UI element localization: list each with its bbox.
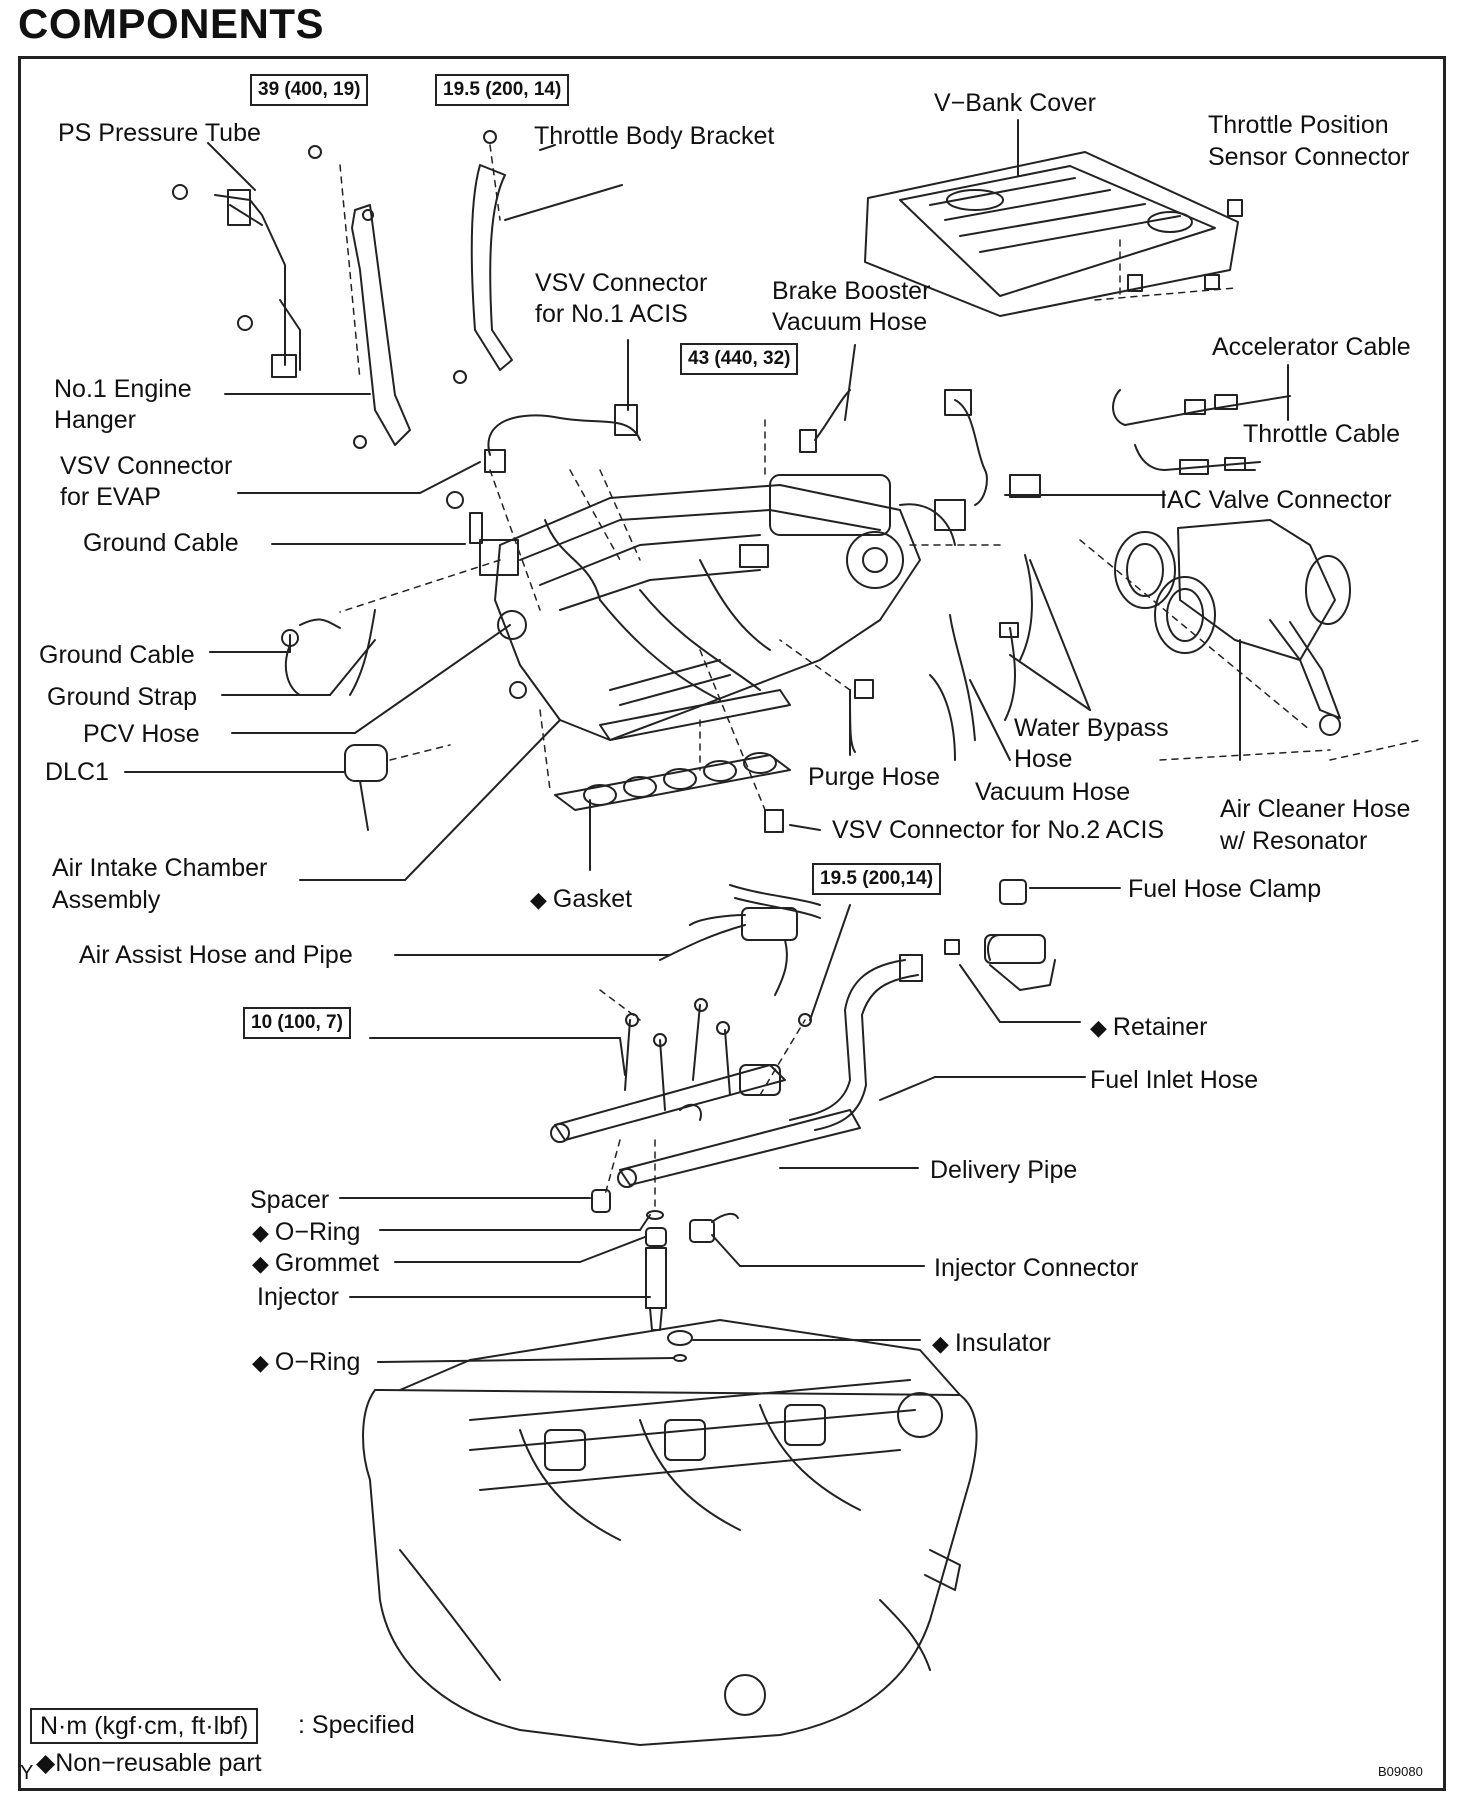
label-tps-connector-2: Sensor Connector	[1208, 143, 1410, 171]
legend-non-reusable: ◆Non−reusable part	[36, 1749, 262, 1777]
figure-code: B09080	[1378, 1764, 1423, 1779]
label-vsv-evap-2: for EVAP	[60, 483, 161, 511]
label-insulator: ◆Insulator	[932, 1329, 1051, 1357]
torque-spec-19-5-upper: 19.5 (200, 14)	[435, 74, 570, 106]
label-fuel-hose-clamp: Fuel Hose Clamp	[1128, 875, 1322, 903]
engine-block-outline	[362, 1319, 978, 1746]
v-bank-cover-part	[864, 151, 1243, 317]
diagram-frame	[18, 56, 1446, 1791]
torque-spec-43: 43 (440, 32)	[680, 343, 799, 375]
label-pcv-hose: PCV Hose	[83, 720, 200, 748]
label-injector: Injector	[257, 1283, 339, 1311]
label-brake-booster-1: Brake Booster	[772, 277, 931, 305]
torque-spec-10: 10 (100, 7)	[243, 1007, 351, 1039]
non-reusable-mark: ◆	[252, 1220, 269, 1245]
injector-stack-part	[591, 1189, 739, 1362]
dlc1-gasket-vsv2-parts	[281, 609, 791, 833]
torque-spec-39: 39 (400, 19)	[250, 74, 369, 106]
non-reusable-mark: ◆	[1090, 1015, 1107, 1040]
label-engine-hanger-1: No.1 Engine	[54, 375, 192, 403]
label-ground-cable-lower: Ground Cable	[39, 641, 195, 669]
label-purge-hose: Purge Hose	[808, 763, 941, 791]
label-ps-pressure-tube: PS Pressure Tube	[58, 119, 261, 147]
label-tps-connector-1: Throttle Position	[1208, 111, 1389, 139]
non-reusable-mark: ◆	[252, 1251, 269, 1276]
label-water-bypass-1: Water Bypass	[1014, 714, 1169, 742]
label-fuel-inlet-hose: Fuel Inlet Hose	[1090, 1066, 1259, 1094]
label-dlc1: DLC1	[45, 758, 109, 786]
ps-tube-and-hanger-parts	[172, 130, 513, 449]
label-o-ring-lower: ◆O−Ring	[252, 1348, 361, 1376]
label-water-bypass-2: Hose	[1014, 745, 1073, 773]
legend-torque-unit-box: N·m (kgf·cm, ft·lbf)	[30, 1708, 259, 1744]
fuel-inlet-hose-part	[789, 954, 923, 1131]
label-air-assist: Air Assist Hose and Pipe	[79, 941, 353, 969]
label-vacuum-hose: Vacuum Hose	[975, 778, 1131, 806]
label-accelerator-cable: Accelerator Cable	[1212, 333, 1411, 361]
label-grommet: ◆Grommet	[252, 1249, 380, 1277]
page-title: COMPONENTS	[18, 0, 325, 47]
label-air-intake-1: Air Intake Chamber	[52, 854, 268, 882]
non-reusable-mark: ◆	[932, 1331, 949, 1356]
label-ground-cable-upper: Ground Cable	[83, 529, 239, 557]
label-vsv-acis1-2: for No.1 ACIS	[535, 300, 688, 328]
label-air-cleaner-2: w/ Resonator	[1220, 827, 1368, 855]
legend-specified-text: : Specified	[298, 1711, 415, 1739]
label-iac-valve-connector: IAC Valve Connector	[1160, 486, 1392, 514]
air-assist-hose-part	[659, 879, 1056, 996]
delivery-pipe-part	[550, 998, 861, 1188]
label-spacer: Spacer	[250, 1186, 330, 1214]
label-brake-booster-2: Vacuum Hose	[772, 308, 928, 336]
non-reusable-mark: ◆	[530, 887, 547, 912]
bypass-vacuum-purge-hoses	[849, 554, 1033, 761]
label-air-intake-2: Assembly	[52, 886, 161, 914]
label-throttle-cable: Throttle Cable	[1243, 420, 1401, 448]
label-v-bank-cover: V−Bank Cover	[934, 89, 1096, 117]
label-throttle-body-bracket: Throttle Body Bracket	[534, 122, 775, 150]
air-cleaner-hose-part	[1114, 519, 1351, 736]
torque-spec-19-5-lower: 19.5 (200,14)	[812, 863, 942, 895]
cable-parts	[1112, 389, 1291, 475]
label-ground-strap: Ground Strap	[47, 683, 198, 711]
label-o-ring-upper: ◆O−Ring	[252, 1218, 361, 1246]
label-injector-connector: Injector Connector	[934, 1254, 1139, 1282]
air-intake-chamber-part	[479, 474, 966, 741]
harness-and-connectors	[446, 389, 1041, 601]
label-engine-hanger-2: Hanger	[54, 406, 136, 434]
label-retainer: ◆Retainer	[1090, 1013, 1208, 1041]
label-delivery-pipe: Delivery Pipe	[930, 1156, 1078, 1184]
label-vsv-acis2: VSV Connector for No.2 ACIS	[832, 816, 1165, 844]
label-air-cleaner-1: Air Cleaner Hose	[1220, 795, 1411, 823]
label-vsv-acis1-1: VSV Connector	[535, 269, 708, 297]
alignment-lines	[339, 144, 1421, 1211]
non-reusable-mark: ◆	[252, 1350, 269, 1375]
corner-mark: Y	[20, 1762, 34, 1784]
label-vsv-evap-1: VSV Connector	[60, 452, 233, 480]
leader-lines	[124, 119, 1289, 1363]
label-gasket: ◆Gasket	[530, 885, 633, 913]
